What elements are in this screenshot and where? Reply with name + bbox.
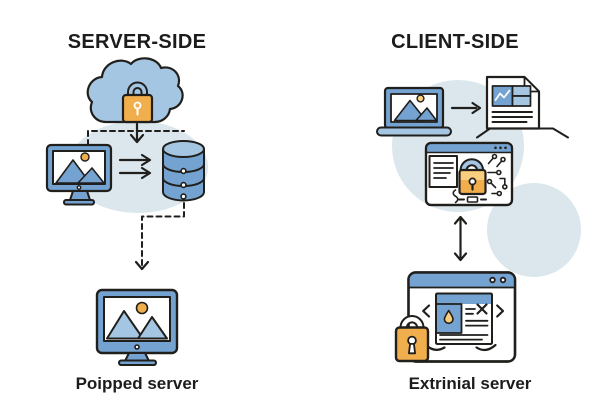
mountain-icon bbox=[415, 107, 438, 122]
padlock-icon bbox=[458, 158, 487, 196]
sync-double-arrow-icon bbox=[453, 215, 468, 262]
mini-browser-icon bbox=[435, 292, 493, 345]
mountain-icon bbox=[55, 159, 91, 184]
circuit-traces-icon bbox=[452, 153, 508, 204]
client-side-diagram bbox=[376, 75, 581, 363]
lock-base-icon bbox=[458, 196, 487, 203]
image-document-icon bbox=[485, 75, 541, 130]
chevron-left-icon bbox=[422, 304, 431, 318]
sun-icon bbox=[416, 94, 425, 103]
sun-icon bbox=[135, 301, 149, 315]
server-side-caption: Poipped server bbox=[75, 374, 199, 393]
image-laptop-icon bbox=[376, 86, 452, 137]
server-monitor-icon bbox=[95, 288, 179, 366]
image-monitor-icon bbox=[45, 143, 113, 206]
mountain-icon bbox=[137, 316, 168, 340]
window-dot-icon bbox=[499, 276, 507, 284]
server-side-diagram bbox=[45, 57, 208, 366]
window-dot-icon bbox=[494, 146, 497, 150]
curve-mark-icon bbox=[475, 343, 497, 352]
document-card-icon bbox=[428, 155, 458, 188]
client-side-caption: Extrinial server bbox=[408, 374, 532, 393]
download-arrow-icon bbox=[129, 122, 145, 144]
secure-browser-window-icon bbox=[424, 141, 514, 207]
chevron-right-icon bbox=[496, 304, 505, 318]
close-x-icon bbox=[476, 303, 488, 315]
dashed-arrow-icon bbox=[134, 202, 185, 271]
window-dot-icon bbox=[489, 276, 496, 284]
keyhole-icon bbox=[407, 335, 417, 355]
locked-cloud-icon bbox=[86, 57, 184, 124]
mountain-icon bbox=[106, 310, 144, 340]
database-icon bbox=[162, 140, 205, 202]
padlock-icon bbox=[394, 315, 430, 363]
right-arrow-icon bbox=[450, 101, 482, 115]
sun-icon bbox=[80, 152, 90, 162]
dashed-flow-connector bbox=[87, 130, 185, 146]
droplet-icon bbox=[443, 309, 454, 325]
mountain-icon bbox=[77, 167, 105, 184]
transfer-arrows-icon bbox=[118, 153, 152, 180]
mountain-icon bbox=[393, 99, 427, 122]
keyhole-icon bbox=[133, 101, 142, 116]
window-dot-icon bbox=[504, 146, 507, 150]
keyhole-icon bbox=[468, 177, 477, 191]
server-side-title: SERVER-SIDE bbox=[67, 31, 207, 53]
client-side-title: CLIENT-SIDE bbox=[391, 31, 519, 53]
window-dot-icon bbox=[499, 146, 502, 150]
padlock-icon bbox=[121, 81, 154, 124]
